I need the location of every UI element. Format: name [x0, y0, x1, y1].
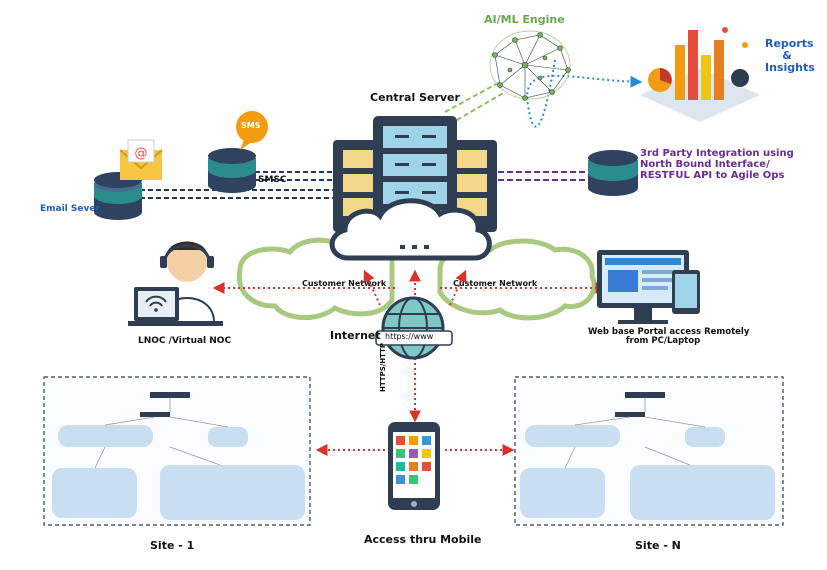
- reports-label-line1: Reports: [765, 37, 814, 50]
- sms-icon: [236, 111, 268, 150]
- mobile-phone-icon: [388, 422, 440, 510]
- third-party-line3: RESTFUL API to Agile Ops: [640, 170, 785, 181]
- ai-brain-network-icon: [489, 30, 571, 101]
- cloud-icon: [329, 198, 492, 261]
- web-portal-monitor-icon: [597, 250, 700, 324]
- sms-badge-label: SMS: [241, 121, 261, 130]
- central-server-label: Central Server: [370, 91, 460, 104]
- web-portal-line1: Web base Portal access Remotely: [588, 327, 750, 337]
- web-portal-line2: from PC/Laptop: [625, 336, 701, 347]
- reports-insights-label: Reports & Insights: [765, 37, 815, 75]
- svg-text:@: @: [135, 146, 148, 161]
- reports-chart-icon: [640, 27, 760, 122]
- web-portal-label: Web base Portal access Remotely from PC/…: [588, 327, 750, 347]
- customer-network-right-label: Customer Network: [453, 279, 538, 288]
- site-1-label: Site - 1: [150, 539, 195, 552]
- customer-network-left-label: Customer Network: [302, 279, 387, 288]
- server-links: [140, 59, 643, 199]
- third-party-line1: 3rd Party Integration using: [640, 148, 794, 159]
- https-http-label: HTTPS/HTTP: [379, 343, 387, 392]
- third-party-line2: North Bound Interface/: [640, 159, 770, 170]
- ai-ml-engine-label: AI/ML Engine: [484, 13, 565, 26]
- internet-label: Internet: [330, 329, 381, 342]
- access-mobile-label: Access thru Mobile: [364, 533, 482, 546]
- operator-headset-icon: [128, 241, 223, 326]
- globe-icon: [375, 296, 453, 360]
- email-icon: @: [119, 139, 163, 180]
- email-server-label: Email Sever: [40, 204, 100, 214]
- reports-label-line3: Insights: [765, 61, 815, 75]
- database-icon: [94, 148, 638, 220]
- third-party-label: 3rd Party Integration using North Bound …: [640, 148, 794, 181]
- url-bar-text: https://www: [385, 332, 434, 341]
- lnoc-label: LNOC /Virtual NOC: [138, 336, 232, 346]
- site-network-diagram-icon: [43, 376, 784, 526]
- site-n-label: Site - N: [635, 539, 681, 552]
- connection-arrows: [212, 269, 608, 456]
- smsc-label: SMSC: [258, 175, 287, 185]
- reports-label-line2: &: [782, 49, 792, 63]
